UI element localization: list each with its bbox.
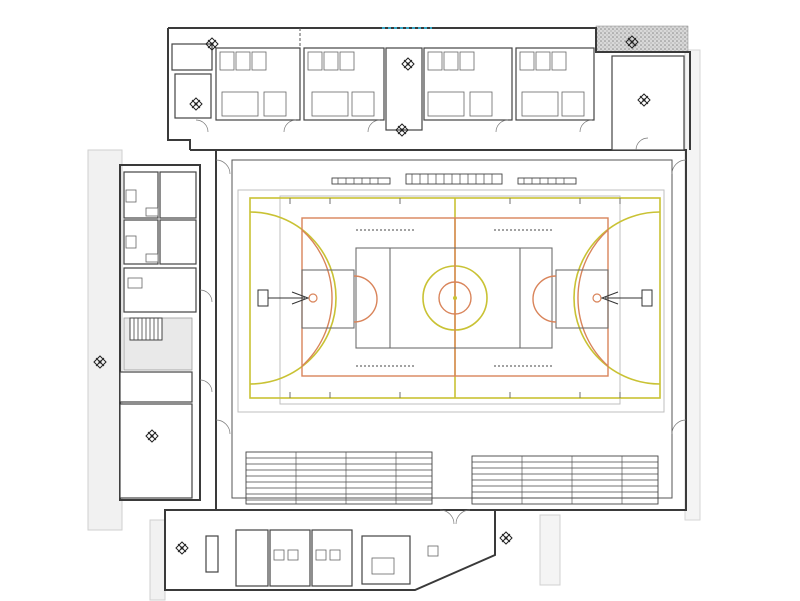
- spectator-stands: [245, 451, 659, 505]
- bottom-wing-rooms: [205, 529, 439, 587]
- door-swing-icon: [199, 137, 687, 525]
- top-service-rooms: [171, 43, 685, 151]
- left-wing-rooms: [119, 171, 197, 499]
- planted-area: [595, 25, 689, 53]
- entrance-marks: [299, 27, 432, 48]
- site-outline: [87, 49, 701, 601]
- team-benches: [331, 173, 577, 185]
- stair-icon: [129, 317, 163, 341]
- sports-court: [237, 189, 665, 413]
